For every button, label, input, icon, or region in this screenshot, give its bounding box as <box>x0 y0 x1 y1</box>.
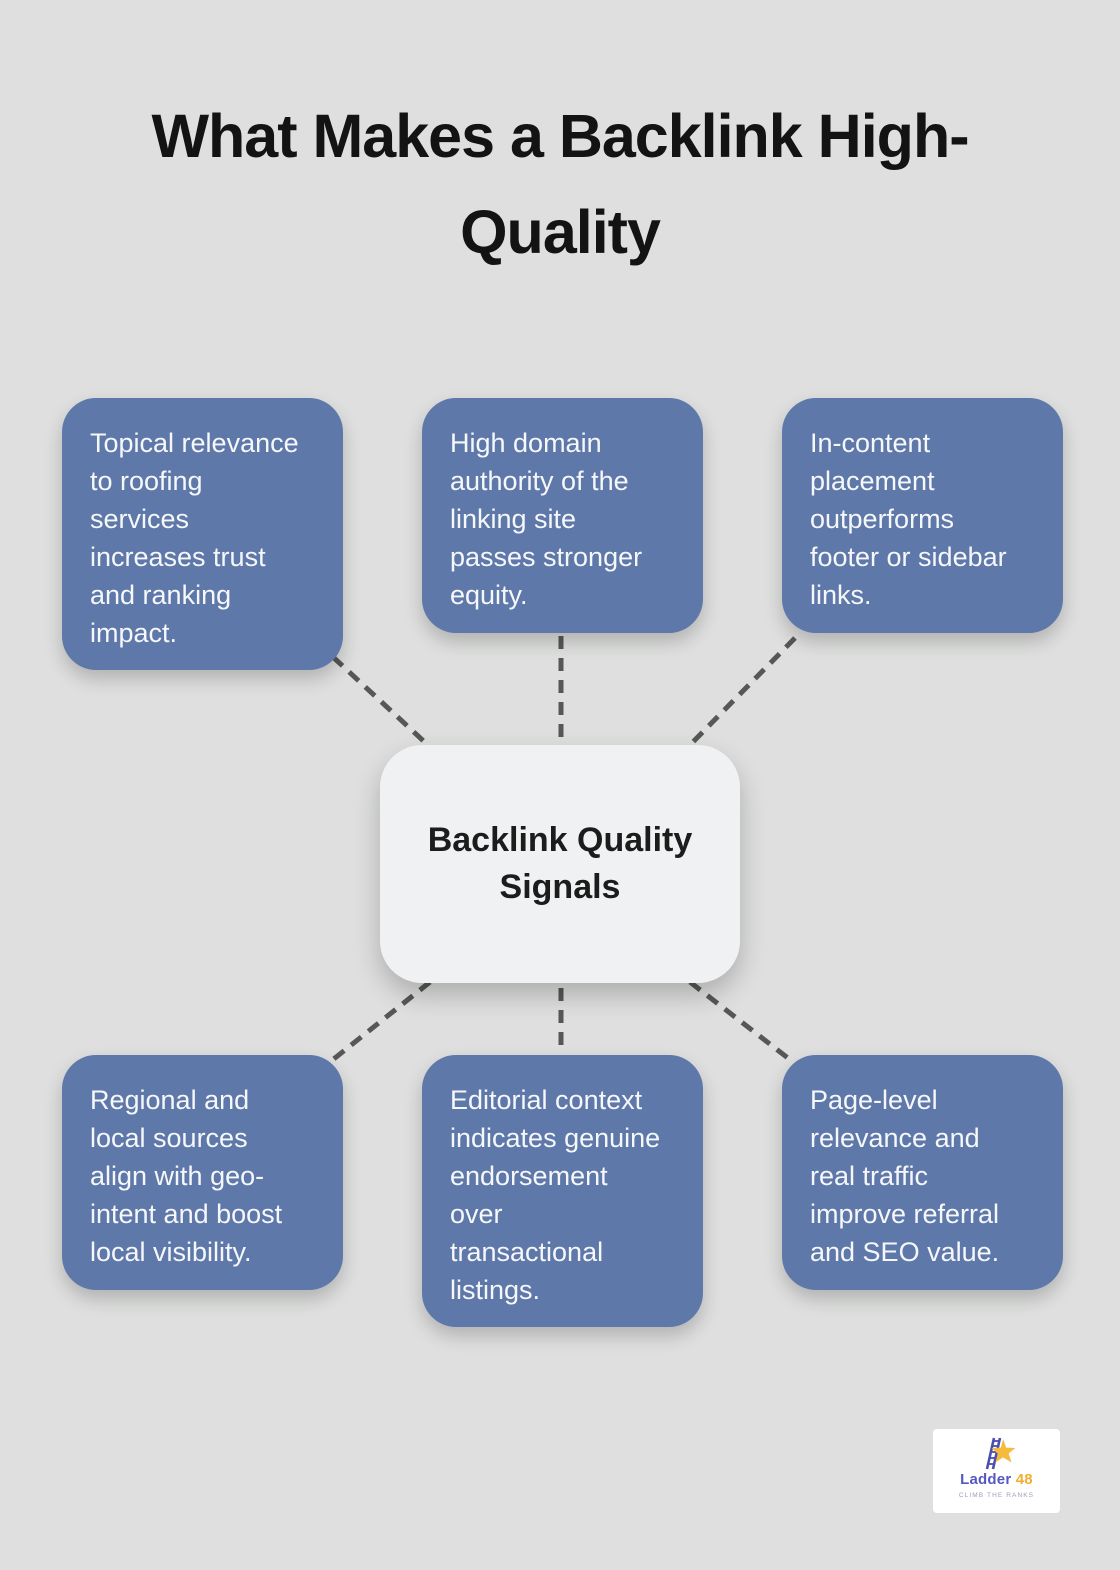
signal-box-in-content-placement: In-content placement outperforms footer … <box>782 398 1063 633</box>
connector-top-right <box>686 636 797 749</box>
star-icon <box>991 1439 1015 1463</box>
logo-tagline: CLIMB THE RANKS <box>958 1492 1035 1499</box>
logo-number: 48 <box>1015 1471 1033 1488</box>
logo-name: Ladder <box>960 1471 1012 1488</box>
connector-bottom-right <box>688 980 795 1064</box>
center-node: Backlink Quality Signals <box>380 745 740 983</box>
signal-text: In-content placement outperforms footer … <box>810 428 1007 610</box>
signal-text: High domain authority of the linking sit… <box>450 428 643 610</box>
signal-text: Page-level relevance and real traffic im… <box>810 1085 1000 1267</box>
signal-text: Topical relevance to roofing services in… <box>90 428 299 648</box>
logo-wordmark: Ladder 48 <box>960 1471 1033 1488</box>
ladder-star-icon <box>985 1437 1015 1470</box>
connector-top-left <box>331 655 432 749</box>
signal-box-domain-authority: High domain authority of the linking sit… <box>422 398 703 633</box>
signal-box-topical-relevance: Topical relevance to roofing services in… <box>62 398 343 670</box>
connector-bottom-left <box>328 980 432 1064</box>
signal-box-regional-sources: Regional and local sources align with ge… <box>62 1055 343 1290</box>
signal-box-editorial-context: Editorial context indicates genuine endo… <box>422 1055 703 1327</box>
signal-text: Editorial context indicates genuine endo… <box>450 1085 661 1305</box>
signal-text: Regional and local sources align with ge… <box>90 1085 283 1267</box>
signal-box-page-level-relevance: Page-level relevance and real traffic im… <box>782 1055 1063 1290</box>
page-title: What Makes a Backlink High-Quality <box>151 102 969 267</box>
logo-card: Ladder 48 CLIMB THE RANKS <box>933 1429 1060 1513</box>
center-node-label: Backlink Quality Signals <box>427 821 693 906</box>
